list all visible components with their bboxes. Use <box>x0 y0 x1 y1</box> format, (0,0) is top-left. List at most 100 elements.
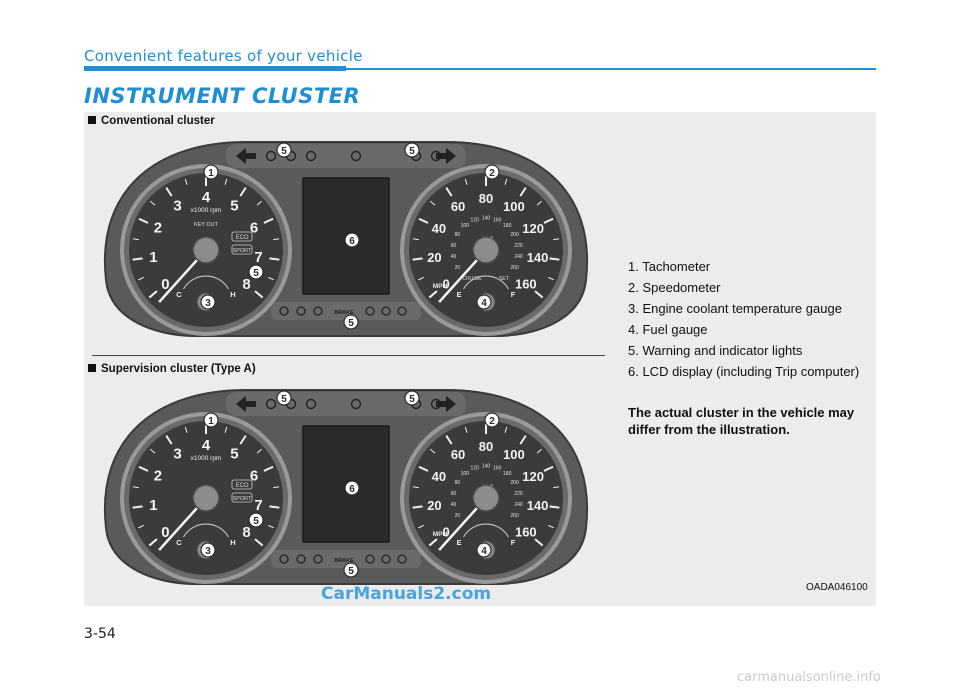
tachometer-tick <box>254 538 264 547</box>
warning-light-icon <box>430 398 442 410</box>
speedometer-tick <box>412 486 419 489</box>
callout-marker <box>484 412 500 428</box>
speedometer-tick <box>534 290 544 299</box>
callout-number: 3 <box>205 298 211 309</box>
tachometer-tick <box>268 276 274 281</box>
speedometer-mph-number: 80 <box>479 439 493 454</box>
tachometer-tick <box>224 178 228 185</box>
speedometer-mph-number: 160 <box>515 524 537 539</box>
turn-right-arrow-icon <box>436 148 456 164</box>
warning-light-icon <box>313 554 323 564</box>
speedometer-tick <box>412 257 423 261</box>
tachometer-tick <box>132 486 139 489</box>
callout-number: 6 <box>349 484 355 495</box>
tachometer-tick <box>269 257 280 261</box>
speedometer-hub <box>472 236 500 264</box>
tachometer-tick <box>273 238 280 241</box>
speedometer-mph-number: 60 <box>451 447 465 462</box>
tachometer-tick <box>138 276 144 281</box>
speedometer-tick <box>464 426 468 433</box>
coolant-gauge-arc <box>182 275 230 290</box>
speedometer-tick <box>549 257 560 261</box>
callout-number: 1 <box>208 416 214 427</box>
speedometer-mph-number: 160 <box>515 276 537 291</box>
warning-light-icon <box>279 554 289 564</box>
callout-number: 5 <box>253 516 259 527</box>
caption-supervision: Supervision cluster (Type A) <box>88 363 256 375</box>
tachometer-number: 3 <box>173 445 181 462</box>
warning-light-icon <box>305 398 317 410</box>
header-title: Convenient features of your vehicle <box>84 47 363 65</box>
legend-item: 6. LCD display (including Trip computer) <box>628 364 860 379</box>
speedometer-kmh-number: 200 <box>510 480 519 486</box>
warning-light-icon <box>365 306 375 316</box>
tachometer-number: 5 <box>230 445 238 462</box>
speedometer-tick <box>543 217 554 224</box>
turn-left-arrow-icon <box>236 148 256 164</box>
section-title: INSTRUMENT CLUSTER <box>84 84 361 108</box>
warning-light-icon <box>350 150 362 162</box>
fuel-full-label: F <box>511 290 516 299</box>
speedometer-kmh-number: 260 <box>510 265 519 271</box>
speedometer-tick <box>549 505 560 509</box>
callout-marker <box>344 480 360 496</box>
watermark: CarManuals2.com <box>321 584 492 604</box>
callout-number: 1 <box>208 168 214 179</box>
tachometer-tick <box>150 448 156 454</box>
callout-number: 4 <box>481 298 487 309</box>
warning-light-icon <box>365 554 375 564</box>
tachometer-number: 4 <box>202 189 211 206</box>
warning-light-icon <box>305 150 317 162</box>
tachometer-tick <box>263 465 274 472</box>
callout-marker <box>484 164 500 180</box>
warning-light-icon <box>279 306 289 316</box>
speedometer-mph-number: 40 <box>432 221 446 236</box>
legend-item: 2. Speedometer <box>628 280 721 295</box>
fuel-gauge-arc <box>462 275 510 290</box>
speedometer-tick <box>418 465 429 472</box>
callout-marker <box>203 412 219 428</box>
caption-supervision-text: Supervision cluster (Type A) <box>101 363 256 375</box>
key-out-indicator: KEY OUT <box>194 222 219 228</box>
callout-number: 5 <box>253 268 259 279</box>
tachometer-number: 8 <box>242 276 250 293</box>
fuel-gauge-arc <box>462 523 510 538</box>
callout-marker <box>343 562 359 578</box>
tachometer-tick <box>165 435 173 445</box>
tachometer-tick <box>184 178 188 185</box>
callout-number: 5 <box>348 318 354 329</box>
warning-light-icon <box>296 306 306 316</box>
callout-marker <box>476 542 492 558</box>
callout-number: 5 <box>409 146 415 157</box>
speedometer-kmh-number: 200 <box>510 232 519 238</box>
speedometer-tick <box>445 435 453 445</box>
speedometer-kmh-number: 80 <box>455 232 461 238</box>
tachometer-hub <box>192 484 220 512</box>
speedometer-hub <box>472 484 500 512</box>
callout-marker <box>404 390 420 406</box>
tachometer-hub <box>192 236 220 264</box>
tachometer-number: 0 <box>161 276 169 293</box>
callout-number: 3 <box>205 546 211 557</box>
callout-number: 5 <box>281 394 287 405</box>
warning-light-icon <box>265 150 277 162</box>
speedometer-mph-number: 100 <box>503 447 525 462</box>
speedometer-mph-number: 80 <box>479 191 493 206</box>
coolant-cold-label: C <box>176 538 182 547</box>
speedometer-tick <box>548 524 554 529</box>
speedometer-kmh-number: 240 <box>514 254 523 260</box>
tachometer-tick <box>224 426 228 433</box>
speedometer-tick <box>445 187 453 197</box>
tachometer-number: 7 <box>254 249 262 266</box>
callout-number: 4 <box>481 546 487 557</box>
tachometer-tick <box>132 257 143 261</box>
tachometer-number: 7 <box>254 497 262 514</box>
caption-conventional: Conventional cluster <box>88 115 215 127</box>
tachometer-tick <box>239 187 247 197</box>
speedometer-mph-number: 140 <box>527 498 549 513</box>
speedometer-mph-number: 20 <box>427 498 441 513</box>
callout-number: 6 <box>349 236 355 247</box>
tachometer-number: 3 <box>173 197 181 214</box>
indicator-strip-top <box>226 392 466 416</box>
tachometer-tick <box>254 290 264 299</box>
